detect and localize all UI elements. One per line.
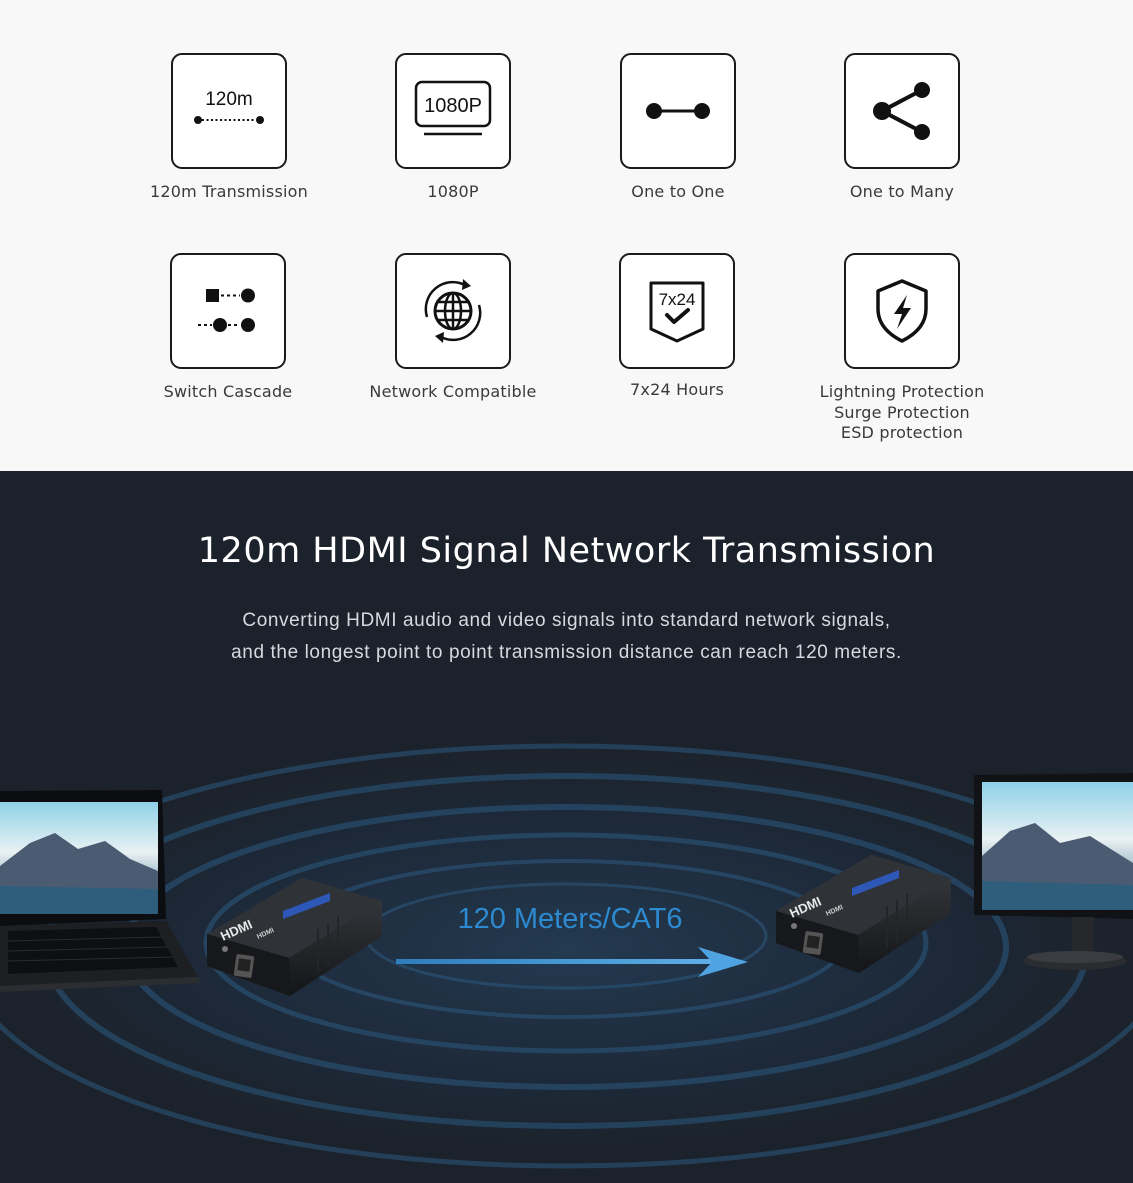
transmitter-device: [207, 878, 382, 996]
feature-label: 120m Transmission: [150, 182, 308, 201]
feature-protection: Lightning Protection Surge Protection ES…: [797, 253, 1007, 444]
receiver-device: [776, 855, 951, 973]
cascade-icon: [170, 253, 286, 369]
feature-label-lightning: Lightning Protection: [819, 382, 985, 401]
feature-label-surge: Surge Protection: [834, 402, 970, 422]
distance-label: 120 Meters/CAT6: [457, 903, 682, 935]
feature-one-to-one: One to One: [578, 53, 778, 203]
banner-title: 120m HDMI Signal Network Transmission: [197, 531, 936, 571]
features-section: 120m 120m Transmission 1080P 1080P: [0, 0, 1133, 471]
distance-icon: 120m: [171, 53, 287, 169]
calendar-icon-text: 7x24: [659, 290, 696, 309]
distance-icon-text: 120m: [205, 89, 253, 110]
feature-label: Switch Cascade: [163, 382, 293, 401]
feature-label: One to Many: [849, 182, 955, 201]
one-to-one-icon: [620, 53, 736, 169]
feature-1080p: 1080P 1080P: [353, 53, 553, 203]
shield-lightning-icon: [844, 253, 960, 369]
feature-one-to-many: One to Many: [802, 53, 1002, 203]
display-1080p-icon: 1080P: [395, 53, 511, 169]
feature-label: One to One: [631, 182, 725, 201]
feature-network-compatible: Network Compatible: [353, 253, 553, 403]
banner-description-line-2: and the longest point to point transmiss…: [231, 642, 902, 663]
feature-label: 7x24 Hours: [630, 380, 724, 399]
globe-icon: [395, 253, 511, 369]
feature-label: Network Compatible: [369, 382, 537, 401]
monitor-illustration: [974, 773, 1133, 970]
share-icon: [844, 53, 960, 169]
transmission-scene: HDMI HDMI HDMI HDMI 120 Meters/CAT6: [0, 721, 1133, 1181]
feature-7x24-hours: 7x24 7x24 Hours: [577, 253, 777, 401]
laptop-illustration: [0, 790, 200, 992]
banner-description: Converting HDMI audio and video signals …: [0, 605, 1133, 669]
transmission-banner: HDMI HDMI HDMI HDMI 120 Meters/CAT6 120m…: [0, 471, 1133, 1183]
display-icon-text: 1080P: [424, 95, 482, 117]
feature-label-esd: ESD protection: [840, 423, 964, 442]
calendar-check-icon: 7x24: [619, 253, 735, 369]
feature-switch-cascade: Switch Cascade: [128, 253, 328, 403]
transmission-arrow: [396, 947, 748, 977]
feature-label: 1080P: [427, 182, 479, 201]
banner-description-line-1: Converting HDMI audio and video signals …: [242, 610, 891, 631]
feature-label-stack: Lightning Protection Surge Protection ES…: [797, 382, 1007, 444]
feature-120m-transmission: 120m 120m Transmission: [129, 53, 329, 203]
